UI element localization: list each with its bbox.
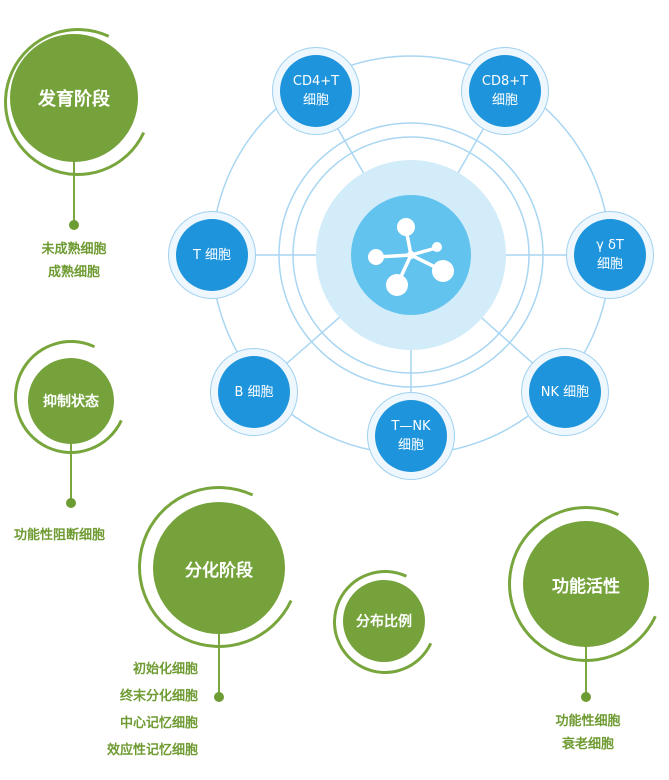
development-list: 未成熟细胞 成熟细胞 bbox=[34, 238, 114, 284]
node-t-cell: T 细胞 bbox=[168, 211, 256, 299]
molecule-icon bbox=[368, 218, 454, 296]
list-item: 功能性细胞 bbox=[555, 714, 621, 729]
list-item: 成熟细胞 bbox=[47, 265, 100, 280]
suppression-dot bbox=[66, 498, 76, 508]
differentiation-stage-bubble: 分化阶段 bbox=[153, 502, 285, 634]
development-dot bbox=[69, 220, 79, 230]
differentiation-stem bbox=[218, 634, 220, 694]
list-item: 初始化细胞 bbox=[132, 662, 198, 677]
node-label-line1: T 细胞 bbox=[192, 247, 232, 263]
list-item: 终末分化细胞 bbox=[119, 689, 198, 704]
node-label-line2: 细胞 bbox=[491, 93, 518, 108]
suppression-list: 功能性阻断细胞 bbox=[14, 524, 105, 547]
distribution-ratio-bubble: 分布比例 bbox=[343, 580, 425, 662]
development-stage-bubble: 发育阶段 bbox=[10, 34, 138, 162]
node-label-line1: CD4+T bbox=[292, 74, 340, 89]
suppression-state-title: 抑制状态 bbox=[43, 394, 99, 410]
function-list: 功能性细胞 衰老细胞 bbox=[546, 710, 630, 756]
list-item: 功能性阻断细胞 bbox=[14, 528, 106, 543]
node-b-cell: B 细胞 bbox=[210, 348, 298, 436]
list-item: 中心记忆细胞 bbox=[119, 716, 198, 731]
node-label-line1: T—NK bbox=[391, 419, 431, 434]
list-item: 未成熟细胞 bbox=[41, 242, 107, 257]
function-dot bbox=[581, 692, 591, 702]
functional-activity-title: 功能活性 bbox=[552, 576, 620, 597]
node-t-nk-cell: T—NK 细胞 bbox=[367, 392, 455, 480]
node-label-line1: CD8+T bbox=[481, 74, 529, 89]
suppression-stem bbox=[70, 444, 72, 502]
suppression-state-bubble: 抑制状态 bbox=[28, 358, 114, 444]
node-label-line1: B 细胞 bbox=[234, 384, 274, 400]
development-stage-title: 发育阶段 bbox=[38, 89, 110, 110]
node-label-line1: γ δT bbox=[596, 238, 624, 253]
node-label-line2: 细胞 bbox=[596, 257, 623, 272]
node-gamma-delta-t-cell: γ δT 细胞 bbox=[566, 211, 654, 299]
node-cd4-t-cell: CD4+T 细胞 bbox=[272, 47, 360, 135]
differentiation-dot bbox=[214, 692, 224, 702]
differentiation-list: 初始化细胞 终末分化细胞 中心记忆细胞 效应性记忆细胞 bbox=[94, 656, 198, 764]
function-stem bbox=[585, 647, 587, 695]
node-label-line1: NK 细胞 bbox=[540, 384, 590, 400]
node-nk-cell: NK 细胞 bbox=[521, 348, 609, 436]
functional-activity-bubble: 功能活性 bbox=[523, 521, 649, 647]
distribution-ratio-title: 分布比例 bbox=[356, 614, 412, 630]
differentiation-stage-title: 分化阶段 bbox=[185, 560, 253, 581]
list-item: 效应性记忆细胞 bbox=[106, 743, 198, 758]
node-cd8-t-cell: CD8+T 细胞 bbox=[461, 47, 549, 135]
node-label-line2: 细胞 bbox=[302, 93, 329, 108]
list-item: 衰老细胞 bbox=[561, 737, 614, 752]
node-label-line2: 细胞 bbox=[397, 438, 424, 453]
development-stem bbox=[73, 162, 75, 224]
